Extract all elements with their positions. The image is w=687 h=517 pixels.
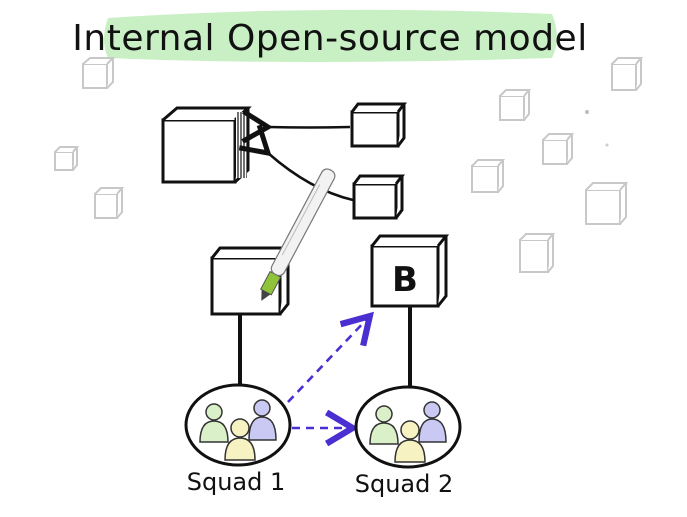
cube-icon xyxy=(611,57,644,91)
dashed-arrow-to-b xyxy=(287,318,368,403)
squad1-label: Squad 1 xyxy=(187,468,286,496)
core-component-box xyxy=(161,106,252,184)
cube-icon xyxy=(54,146,80,171)
speck xyxy=(585,110,589,114)
pen-icon xyxy=(260,168,336,301)
contribution-arrow-bottom xyxy=(238,124,354,202)
speck xyxy=(605,143,609,147)
contribution-arrow-top xyxy=(241,109,351,144)
people-icon xyxy=(369,401,447,463)
cube-icon xyxy=(585,182,629,225)
title-banner: Internal Open-source model xyxy=(72,9,587,62)
cube-icon xyxy=(82,57,116,89)
cube-icon xyxy=(542,133,575,165)
squad2-label: Squad 2 xyxy=(355,470,454,498)
squad1-group xyxy=(184,383,292,467)
cube-icon xyxy=(499,89,532,121)
cube-icon xyxy=(471,159,506,193)
contrib-box-top xyxy=(350,102,407,148)
component-b-label: B xyxy=(392,260,418,300)
contrib-box-bottom xyxy=(352,174,405,220)
squad2-group xyxy=(354,385,462,469)
background-cubes xyxy=(54,57,644,273)
page-title: Internal Open-source model xyxy=(72,18,587,59)
cube-icon xyxy=(519,233,556,273)
people-icon xyxy=(199,399,277,461)
title-highlight xyxy=(104,9,557,62)
component-b-box xyxy=(370,234,450,308)
cube-icon xyxy=(94,187,125,219)
